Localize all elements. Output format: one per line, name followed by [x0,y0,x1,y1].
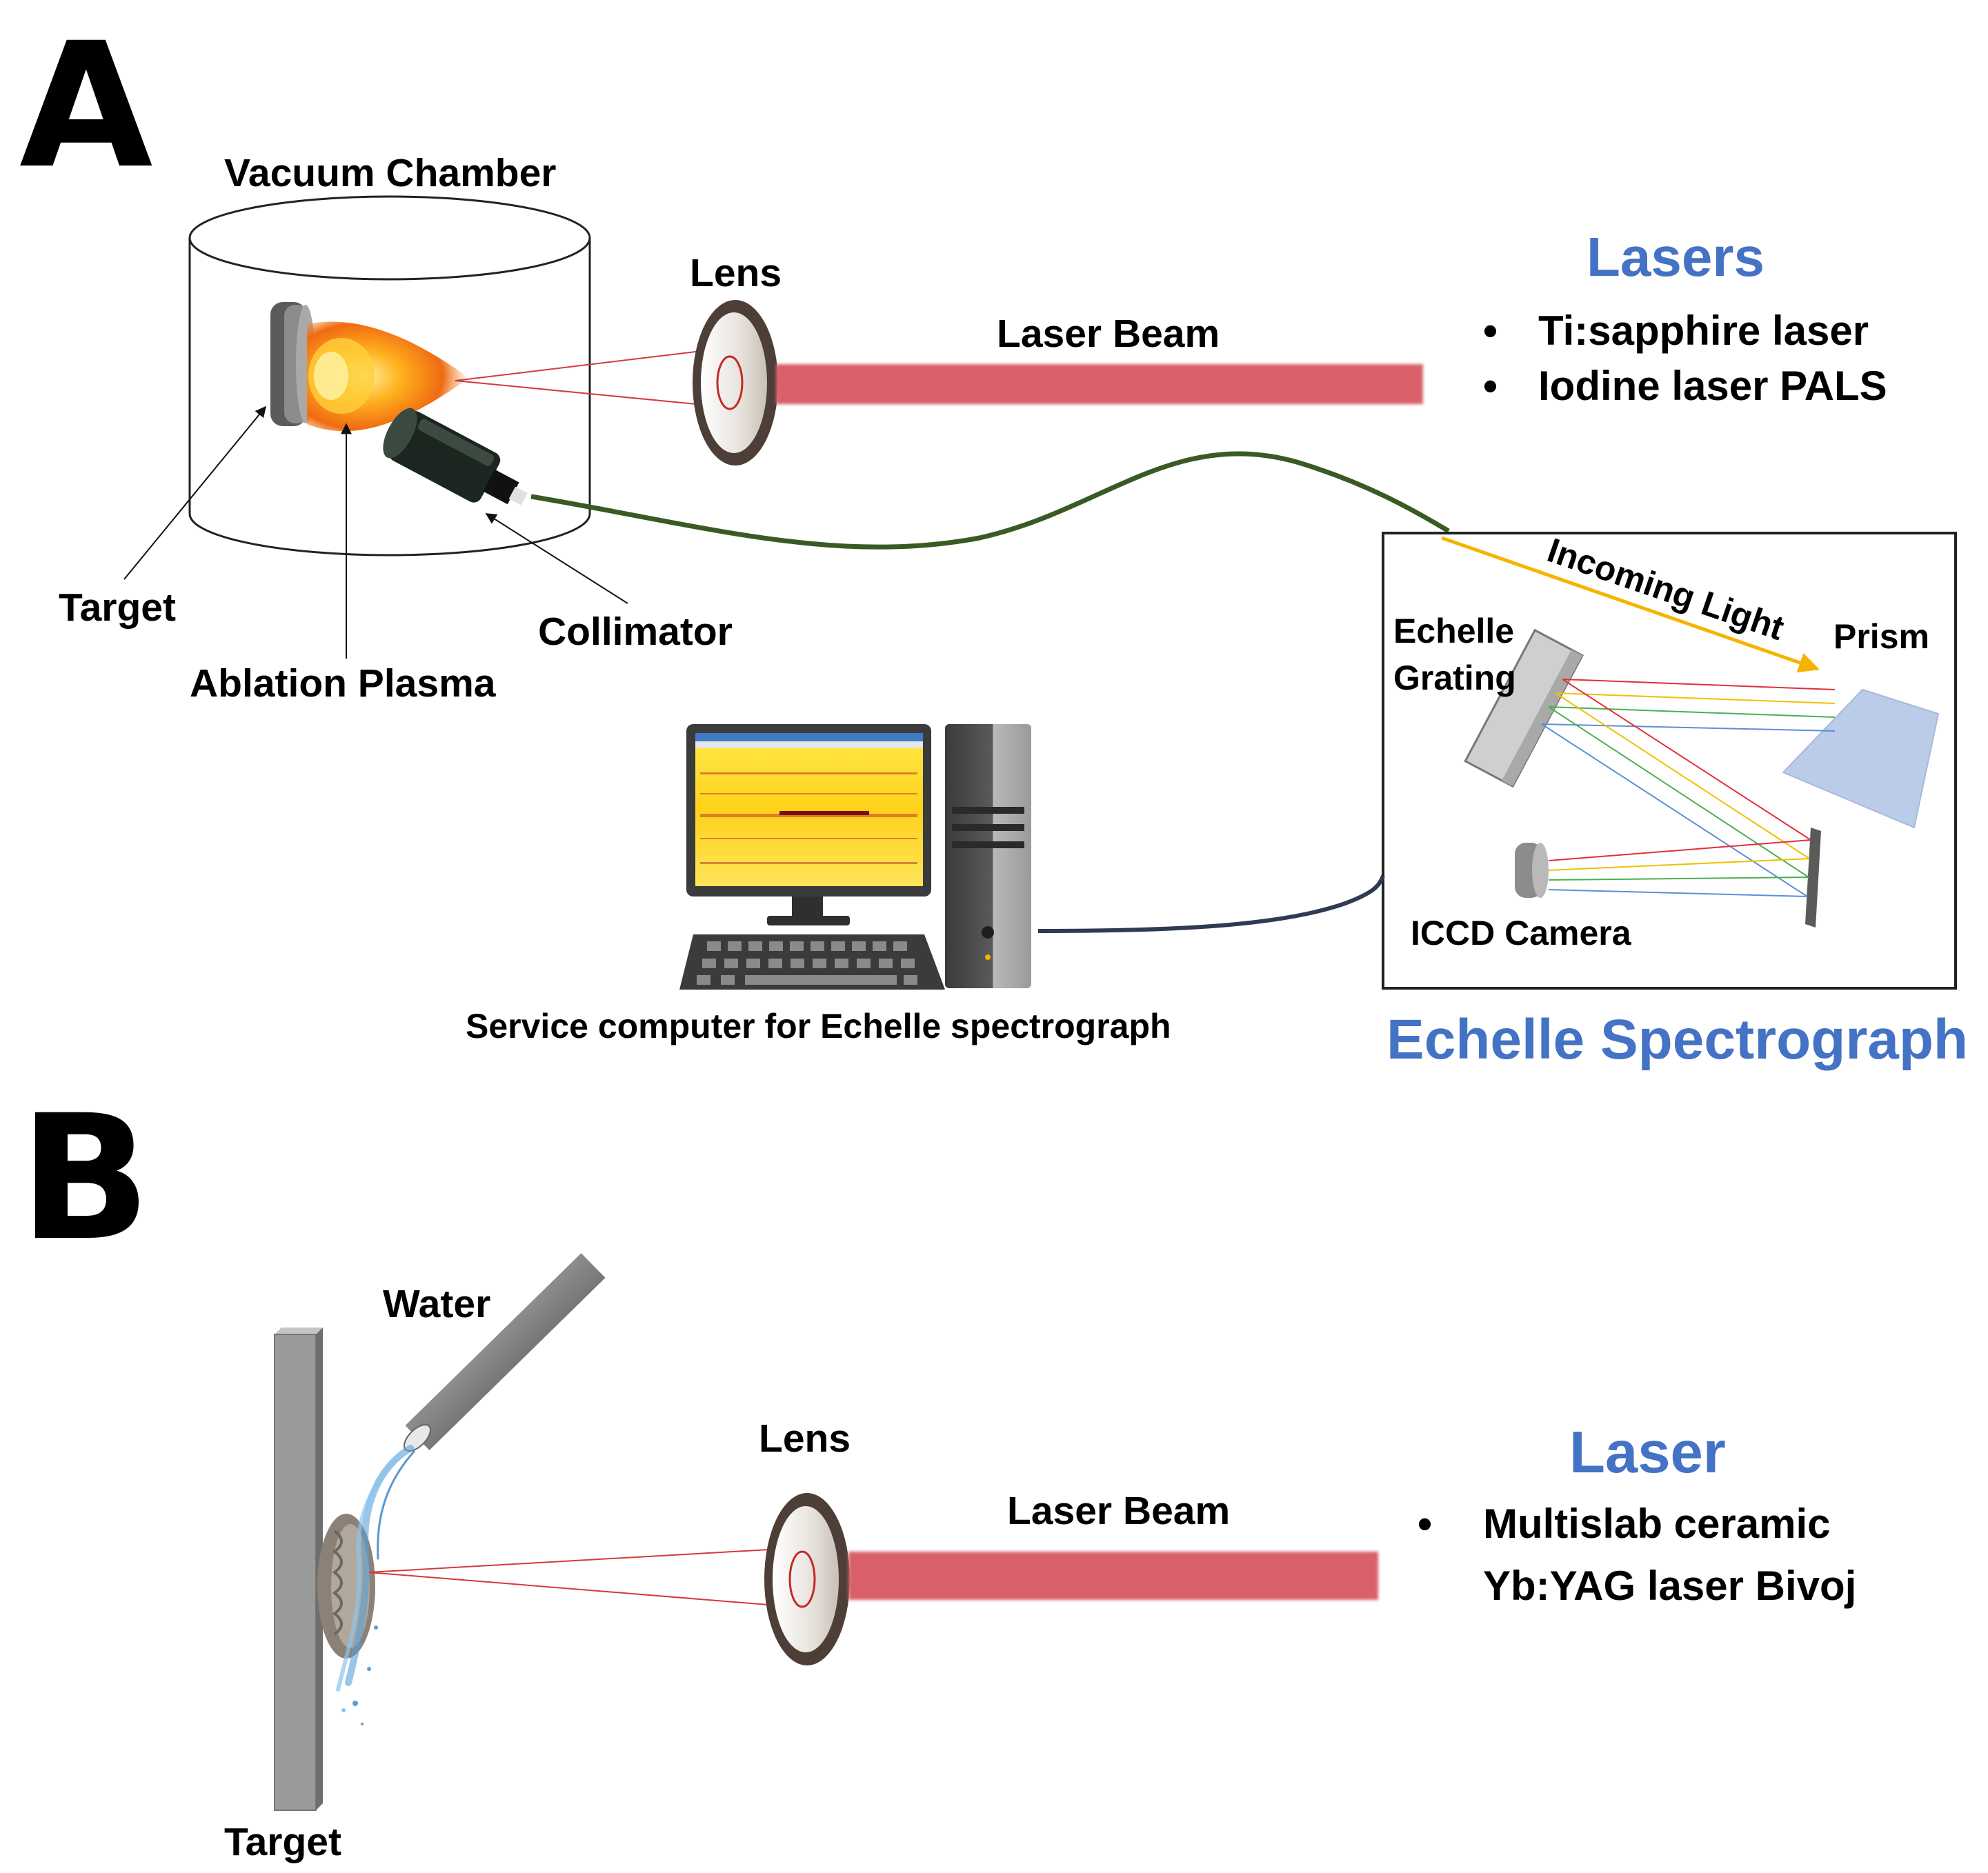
target-a-label: Target [59,585,176,630]
lasers-bullet-2: • [1483,363,1498,409]
collimator [383,408,528,505]
lasers-item-2: Iodine laser PALS [1538,363,1887,409]
ablation-plasma-label: Ablation Plasma [190,661,497,705]
mirror [1805,828,1821,928]
incoming-light-ray [1441,536,1820,673]
water-label: Water [383,1282,490,1326]
computer-tower [945,724,1031,988]
laser-b-bullet: • [1418,1501,1432,1547]
collimator-label: Collimator [538,610,733,654]
focused-beam-lines [455,348,725,408]
iccd-camera [1515,843,1549,898]
target-arrow [123,405,267,580]
laser-b-line-1: Multislab ceramic [1483,1501,1831,1547]
laser-beam-b [848,1552,1378,1600]
spectral-rays [1541,679,1836,897]
panel-b-letter: B [19,1078,151,1279]
service-computer [679,724,1031,990]
lens-a-label: Lens [690,251,782,295]
laser-beam-b-label: Laser Beam [1007,1489,1230,1533]
monitor-screen [695,733,923,886]
data-cable [1037,874,1385,933]
laser-b-title: Laser [1569,1420,1726,1485]
collimator-arrow [485,513,628,604]
grating-label: Grating [1393,659,1516,697]
target-slab [274,1328,323,1811]
echelle-label: Echelle [1393,612,1514,650]
lasers-bullet-1: • [1483,308,1498,354]
prism-label: Prism [1833,617,1929,656]
lens-b-label: Lens [759,1416,851,1461]
service-computer-label: Service computer for Echelle spectrograp… [466,1007,1171,1045]
laser-beam-a [776,364,1423,404]
vacuum-chamber [188,195,591,557]
echelle-grating [1464,628,1584,788]
lens-b [764,1493,850,1665]
ablation-plasma-plume [307,321,469,432]
echelle-spectrograph-title: Echelle Spectrograph [1386,1008,1968,1071]
lasers-item-1: Ti:sapphire laser [1538,308,1869,354]
lasers-title: Lasers [1587,226,1765,288]
echelle-spectrograph-box: Incoming Light Echelle Grating Prism ICC… [1382,530,1957,990]
optical-fiber [530,451,1450,550]
vacuum-chamber-label: Vacuum Chamber [224,151,557,195]
target-b-label: Target [224,1820,341,1864]
water-stream [336,1445,415,1725]
lens-a [693,300,778,465]
laser-beam-a-label: Laser Beam [997,312,1220,356]
laser-b-line-2: Yb:YAG laser Bivoj [1483,1563,1856,1609]
iccd-camera-label: ICCD Camera [1411,914,1632,952]
prism [1782,688,1940,829]
focused-beam-lines-b [368,1548,794,1607]
panel-a-letter: A [19,6,152,206]
